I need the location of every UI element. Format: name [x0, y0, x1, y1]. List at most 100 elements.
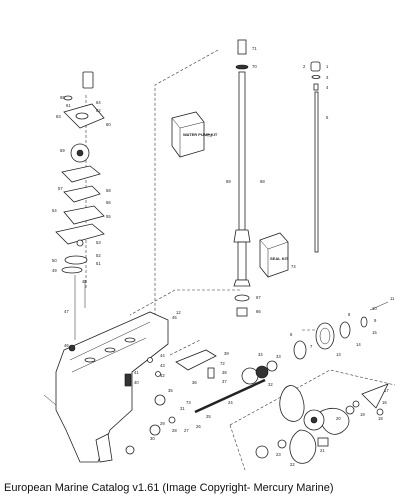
callout: 71: [252, 46, 257, 51]
pump-base: [63, 205, 105, 225]
housing-port-1: [84, 357, 96, 363]
callout: 46: [64, 343, 69, 348]
callout: 8: [348, 312, 351, 317]
callout: 70: [252, 64, 257, 69]
callout: 44: [160, 353, 165, 358]
callout: 28: [172, 428, 177, 433]
carrier-bolt: [369, 301, 389, 311]
callout: 20: [336, 416, 341, 421]
pump-oring: [76, 239, 84, 247]
callout: 12: [176, 310, 181, 315]
callout: 49: [52, 268, 57, 273]
carrier-seal: [360, 316, 368, 328]
callout: 17: [384, 388, 389, 393]
water-tube-seal: [82, 71, 94, 89]
carrier-oring: [339, 321, 351, 339]
gear-housing: [55, 311, 169, 463]
water-pump-stack: [55, 71, 105, 340]
callout: 66: [256, 309, 261, 314]
callout: 27: [184, 428, 189, 433]
callout-labels: 71 70 1 2 3 4 5 75 69 68 74 67 66 65 64 …: [52, 46, 395, 467]
callout: 55: [106, 214, 111, 219]
callout: 51: [96, 261, 101, 266]
tab-washer: [352, 400, 360, 408]
callout: 45: [172, 315, 177, 320]
shift-shaft-assembly: [310, 61, 321, 253]
callout: 31: [180, 406, 185, 411]
callout: 42: [160, 373, 165, 378]
propeller-blade-lower: [289, 429, 317, 464]
shift-linkage: [147, 349, 217, 406]
callout: 32: [268, 382, 273, 387]
shift-cradle: [207, 367, 215, 379]
housing-port-2: [104, 347, 116, 353]
shift-shaft-coupler: [313, 83, 319, 91]
shift-shaft-boot: [310, 61, 321, 72]
drive-shaft-collar: [233, 229, 251, 243]
pinion-gear: [149, 424, 161, 436]
skeg: [95, 433, 113, 463]
clutch-dog: [255, 365, 269, 379]
callout: 26: [196, 424, 201, 429]
callout: 56: [106, 200, 111, 205]
callout: 38: [222, 370, 227, 375]
callout: 59: [60, 148, 65, 153]
housing-plug: [68, 344, 76, 352]
callout: 25: [206, 414, 211, 419]
callout: 10: [372, 306, 377, 311]
housing-stud: [124, 373, 132, 387]
callout: 60: [106, 122, 111, 127]
shaft-bushing: [237, 39, 247, 55]
callout: 4: [326, 85, 329, 90]
shaft-bearing: [236, 307, 248, 317]
callout: 48: [82, 279, 87, 284]
callout: 41: [134, 370, 139, 375]
callout: 47: [64, 309, 69, 314]
callout: 14: [356, 342, 361, 347]
pump-oring-large: [61, 266, 83, 274]
shift-shaft-washer: [311, 75, 321, 79]
callout: 67: [256, 295, 261, 300]
callout: 75: [207, 133, 212, 138]
callout: 18: [378, 416, 383, 421]
callout: 24: [228, 400, 233, 405]
water-pump-kit-label: WATER PUMP KIT: [183, 132, 218, 137]
callout: 21: [320, 448, 325, 453]
pump-face-plate: [61, 165, 101, 183]
callout: 34: [258, 352, 263, 357]
bearing-cup: [125, 445, 135, 455]
pump-grommet: [63, 95, 73, 101]
pump-housing-bore: [75, 112, 89, 120]
callout: 19: [360, 412, 365, 417]
callout: 40: [134, 380, 139, 385]
callout: 74: [291, 264, 296, 269]
drive-shaft-pinion-end: [237, 241, 247, 281]
pump-gasket-upper: [63, 185, 101, 203]
callout: 63: [56, 114, 61, 119]
callout: 9: [374, 318, 377, 323]
callout: 61: [66, 103, 71, 108]
cotter-pin: [376, 408, 384, 416]
shift-shaft: [314, 91, 319, 253]
callout: 7: [310, 344, 313, 349]
reverse-gear: [293, 340, 307, 360]
bearing-carrier-small: [154, 394, 166, 406]
callout: 16: [382, 400, 387, 405]
thrust-washer: [345, 405, 355, 415]
callout: 68: [260, 179, 265, 184]
callout: 29: [160, 421, 165, 426]
callout: 50: [52, 258, 57, 263]
pump-gasket-lower: [55, 223, 105, 245]
seal-kit-box: SEAL KIT: [259, 232, 289, 278]
pump-seal-ring: [64, 255, 88, 265]
callout: 30: [150, 436, 155, 441]
callout: 39: [224, 351, 229, 356]
callout: 23: [276, 452, 281, 457]
callout: 73: [186, 400, 191, 405]
propeller-nut-cone: [361, 383, 389, 409]
callout: 62: [96, 108, 101, 113]
shaft-seal-ring: [235, 64, 249, 70]
drive-shaft-pinion: [233, 279, 251, 287]
callout: 52: [96, 253, 101, 258]
bearing-carrier: [315, 322, 335, 350]
